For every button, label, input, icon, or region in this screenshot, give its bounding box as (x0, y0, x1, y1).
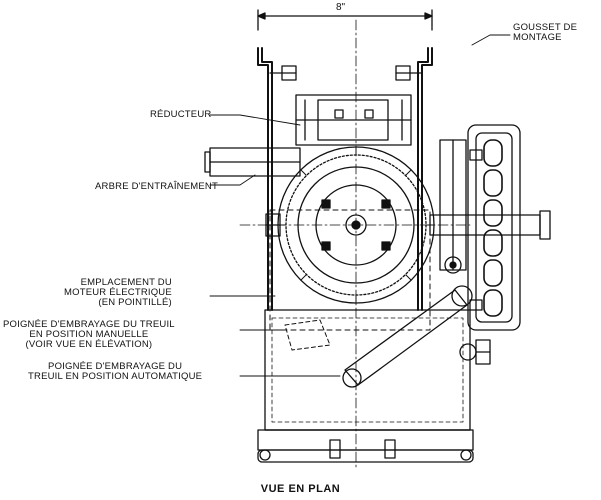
lower-right-bolt (459, 339, 491, 365)
label-automatique: POIGNÉE D'EMBRAYAGE DU TREUIL EN POSITIO… (28, 361, 203, 382)
leader-lines (209, 34, 511, 377)
label-reducteur: RÉDUCTEUR (150, 109, 212, 120)
chain-sprocket-assembly (429, 124, 551, 331)
mounting-gusset-left (257, 47, 273, 311)
label-arbre: ARBRE D'ENTRAÎNEMENT (95, 181, 218, 192)
clutch-handle-automatic (342, 285, 473, 388)
dimension-8in (257, 9, 433, 31)
base-housing (257, 309, 474, 463)
centerlines (239, 19, 471, 471)
clutch-handle-manual (284, 319, 331, 351)
left-stub-bolt (265, 213, 281, 237)
mounting-gusset-right (417, 47, 433, 311)
label-emplacement: EMPLACEMENT DU MOTEUR ÉLECTRIQUE (EN POI… (64, 277, 172, 308)
dimension-label: 8" (336, 2, 346, 13)
label-manuelle: POIGNÉE D'EMBRAYAGE DU TREUIL EN POSITIO… (3, 319, 175, 350)
drive-shaft (204, 147, 301, 177)
view-title: VUE EN PLAN (260, 483, 341, 495)
label-gousset: GOUSSET DE MONTAGE (513, 22, 578, 43)
gearbox-housing (295, 94, 412, 146)
gusset-bolts (269, 65, 423, 81)
motor-location-dashed (269, 209, 431, 331)
